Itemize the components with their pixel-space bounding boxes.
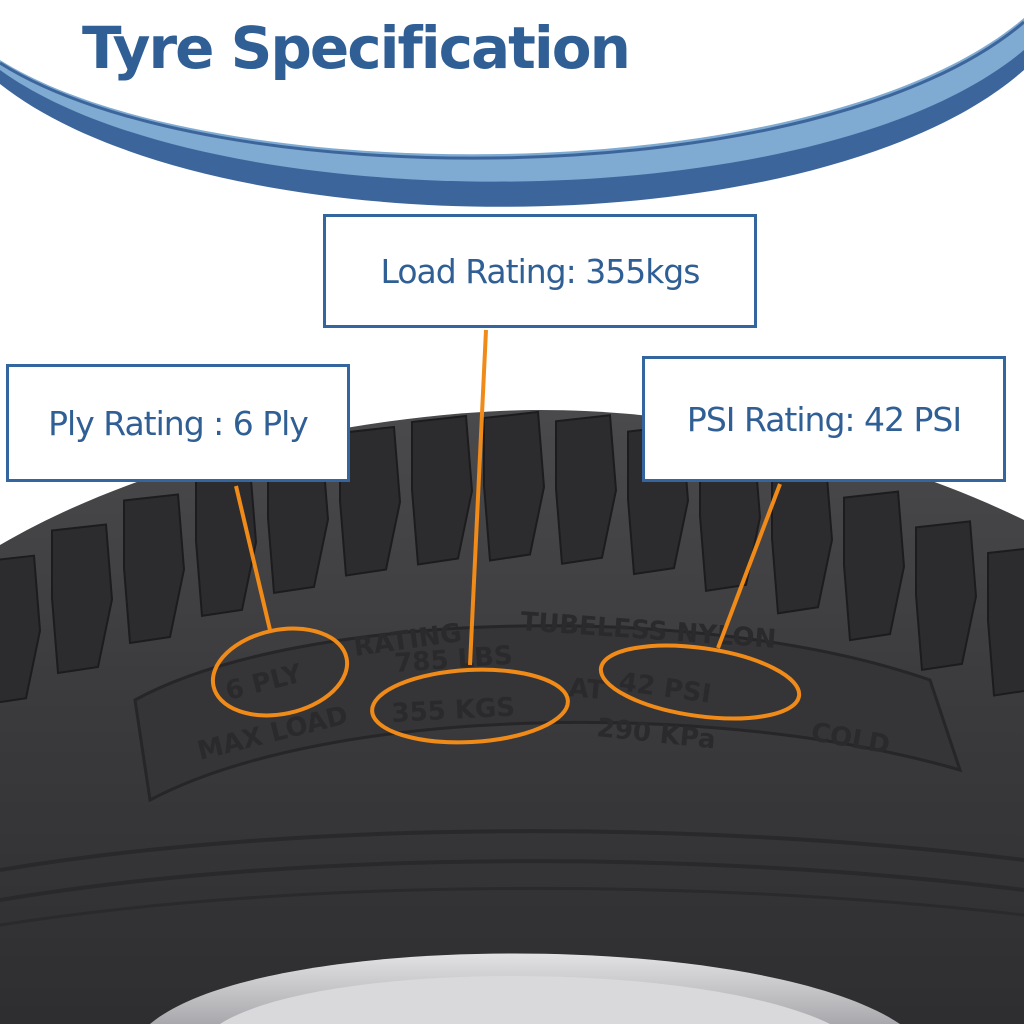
tread-block: [411, 414, 474, 566]
tread-block: [123, 493, 186, 645]
sidewall-at-text: AT: [567, 673, 606, 706]
ply-rating-label: Ply Rating : 6 Ply: [48, 403, 309, 443]
tread-block: [555, 414, 618, 565]
tread-blocks: [0, 410, 1024, 704]
tread-block: [0, 554, 42, 704]
load-rating-label: Load Rating: 355kgs: [380, 251, 701, 291]
tread-block: [843, 490, 906, 642]
leader-line-ply: [234, 485, 272, 631]
highlight-ply: [210, 626, 350, 718]
leader-line-psi: [716, 483, 782, 649]
wheel-rim-inner: [220, 976, 830, 1024]
psi-rating-label: PSI Rating: 42 PSI: [686, 399, 962, 439]
sidewall-label-plate: [133, 624, 963, 803]
header-arc-line: [0, 20, 1024, 160]
load-rating-callout: Load Rating: 355kgs: [323, 214, 757, 328]
highlight-load: [370, 667, 570, 745]
tread-block: [483, 410, 546, 562]
sidewall-groove-1: [0, 829, 1024, 872]
highlight-psi: [598, 643, 802, 721]
sidewall-kgs-text: 355 KGS: [391, 693, 516, 729]
leader-line-load: [468, 329, 488, 666]
psi-rating-callout: PSI Rating: 42 PSI: [642, 356, 1006, 482]
header-arc-white: [0, 0, 1024, 155]
tread-block: [915, 520, 978, 672]
ply-rating-callout: Ply Rating : 6 Ply: [6, 364, 350, 482]
sidewall-groove-2: [0, 859, 1024, 902]
tread-block: [51, 523, 114, 675]
tread-block: [339, 425, 402, 577]
tread-block: [987, 547, 1024, 697]
sidewall-groove-3: [0, 886, 1024, 927]
page-title: Tyre Specification: [82, 14, 631, 82]
